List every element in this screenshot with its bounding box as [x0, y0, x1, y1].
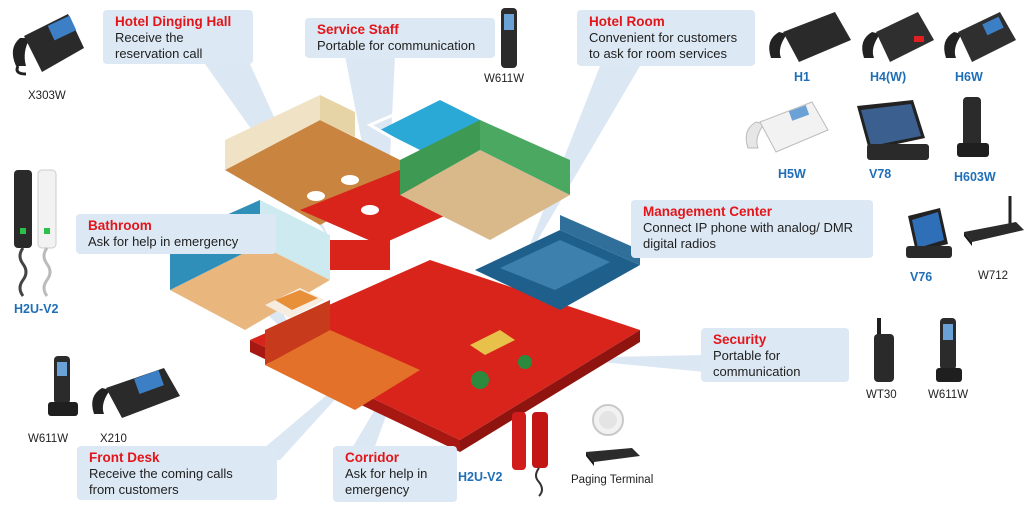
callout-text: Portable for [713, 348, 781, 363]
device-label: H5W [778, 167, 806, 181]
device-label: H2U-V2 [14, 302, 59, 316]
desk-phone-icon [769, 12, 851, 62]
device-label: X303W [28, 90, 66, 102]
video-phone-icon [906, 208, 952, 258]
wall-phone-icon [512, 412, 548, 497]
callout-text: Ask for help in [345, 466, 428, 481]
callout-text: Ask for help in emergency [88, 234, 239, 249]
callout-hotel-dining: Hotel Dinging Hall Receive the reservati… [103, 10, 253, 64]
callout-text: to ask for room services [589, 46, 727, 61]
cordless-phone-icon [501, 8, 517, 68]
callout-title: Front Desk [89, 450, 160, 465]
callout-corridor: Corridor Ask for help in emergency [333, 446, 457, 502]
speaker-icon [592, 404, 624, 436]
callout-text: reservation call [115, 46, 203, 61]
callout-title: Bathroom [88, 218, 152, 233]
device-label: W611W [28, 433, 69, 445]
wall-phone-icon [14, 169, 57, 297]
callout-text: Portable for communication [317, 38, 476, 53]
callout-title: Management Center [643, 204, 773, 219]
device-label: Paging Terminal [571, 474, 654, 486]
callout-text: digital radios [643, 236, 716, 251]
callout-service-staff: Service Staff Portable for communication [305, 18, 495, 58]
desk-phone-icon [12, 14, 84, 76]
callout-text: Connect IP phone with analog/ DMR [643, 220, 854, 235]
callout-title: Hotel Dinging Hall [115, 14, 232, 29]
device-label: H603W [954, 170, 996, 184]
gateway-icon [964, 196, 1024, 246]
callout-title: Hotel Room [589, 14, 665, 29]
device-label: H1 [794, 70, 810, 84]
desk-phone-icon [92, 368, 180, 418]
radio-icon [874, 318, 894, 382]
callout-text: Receive the [115, 30, 184, 45]
callout-front-desk: Front Desk Receive the coming calls from… [77, 446, 277, 500]
device-label: H6W [955, 70, 983, 84]
video-phone-icon [857, 100, 929, 160]
callout-security: Security Portable for communication [701, 328, 849, 382]
device-label: X210 [100, 433, 127, 445]
desk-phone-icon [944, 12, 1016, 62]
device-label: H4(W) [870, 70, 907, 84]
callout-text: from customers [89, 482, 179, 497]
callout-text: Convenient for customers [589, 30, 738, 45]
paging-terminal-icon [586, 448, 640, 466]
device-label: H2U-V2 [458, 470, 503, 484]
callout-text: Receive the coming calls [89, 466, 233, 481]
callout-text: emergency [345, 482, 410, 497]
device-label: W611W [484, 73, 525, 85]
desk-phone-icon [745, 101, 829, 153]
cordless-phone-icon [936, 318, 962, 382]
device-label: V78 [869, 167, 892, 181]
device-label: V76 [910, 270, 933, 284]
device-label: W712 [978, 270, 1009, 282]
callout-title: Corridor [345, 450, 399, 465]
callout-text: communication [713, 364, 801, 379]
callout-management-center: Management Center Connect IP phone with … [631, 200, 873, 258]
device-label: W611W [928, 389, 969, 401]
callout-title: Security [713, 332, 767, 347]
callout-title: Service Staff [317, 22, 399, 37]
desk-phone-icon [862, 12, 934, 62]
device-label: WT30 [866, 389, 897, 401]
cordless-phone-icon [957, 97, 989, 157]
callout-bathroom: Bathroom Ask for help in emergency [76, 214, 276, 254]
cordless-phone-icon [48, 356, 78, 416]
callout-hotel-room: Hotel Room Convenient for customers to a… [577, 10, 755, 66]
